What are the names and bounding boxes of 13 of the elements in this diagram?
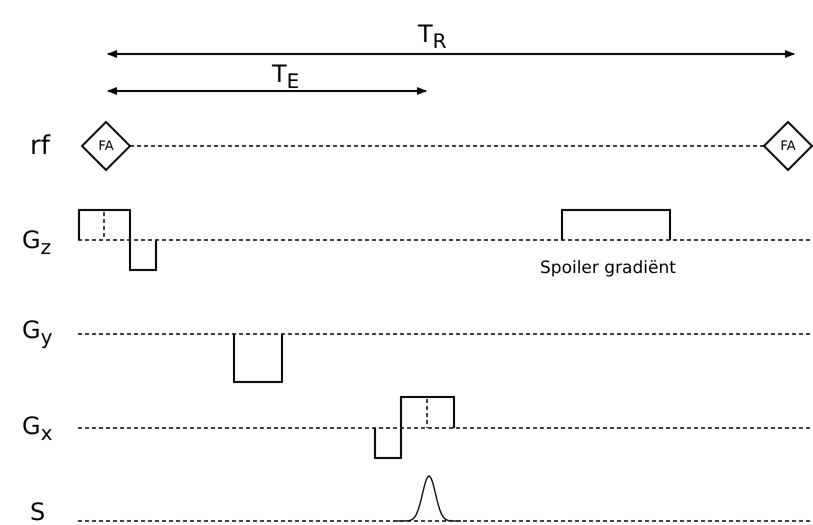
axis-label: rf (30, 133, 50, 159)
annotation-text: Spoiler gradiënt (540, 260, 676, 277)
pulse-diamond (763, 121, 813, 171)
time-label: T$_{E}$ (272, 62, 300, 91)
axis-label: S (30, 500, 46, 524)
pulse-diamond (81, 121, 131, 171)
pulse-label: FA (779, 138, 797, 156)
axis-label: G$_{x}$ (22, 414, 52, 443)
axis-label: G$_{y}$ (22, 318, 52, 347)
connector-line (130, 145, 764, 147)
pulse-label: FA (97, 138, 115, 156)
time-label: T$_{R}$ (418, 22, 447, 51)
axis-label: G$_{z}$ (22, 228, 52, 257)
